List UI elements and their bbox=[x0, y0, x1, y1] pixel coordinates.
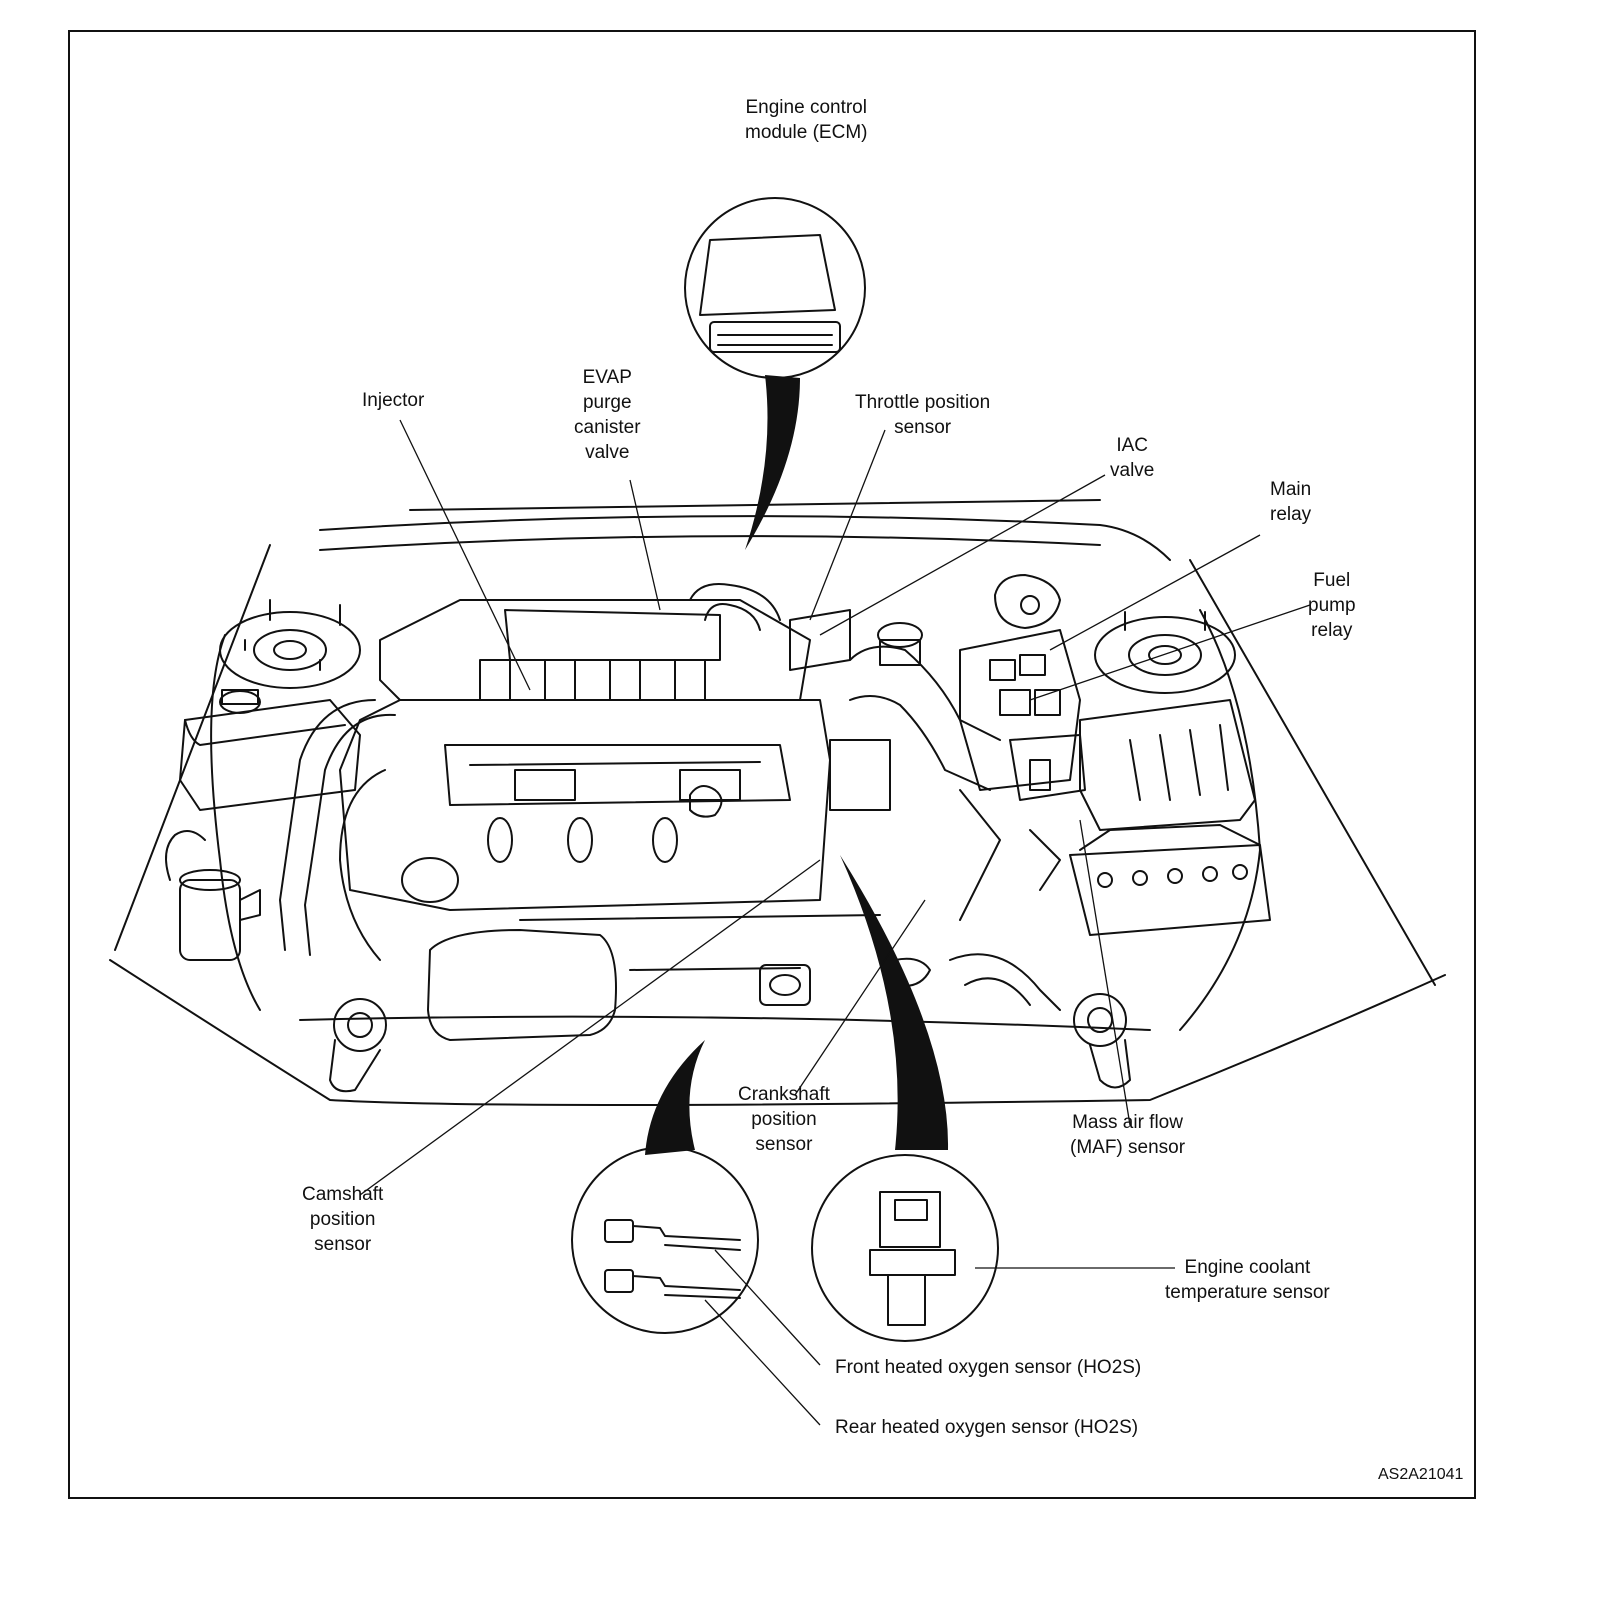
label-rear-ho2s: Rear heated oxygen sensor (HO2S) bbox=[835, 1417, 1139, 1438]
crankshaft-leader bbox=[794, 899, 926, 1096]
battery bbox=[1069, 824, 1271, 936]
ecm-callout-tail bbox=[745, 375, 800, 550]
iac-leader bbox=[819, 474, 1106, 636]
label-throttle-position-sensor: Throttle position sensor bbox=[855, 392, 991, 438]
front-ho2s-leader bbox=[714, 1249, 821, 1366]
figure-code: AS2A21041 bbox=[1378, 1466, 1464, 1483]
label-evap: EVAP purge canister valve bbox=[574, 367, 641, 463]
label-main-relay: Main relay bbox=[1270, 479, 1312, 525]
label-crankshaft-position-sensor: Crankshaft position sensor bbox=[738, 1084, 830, 1155]
air-filter-box bbox=[1009, 699, 1256, 831]
camshaft-leader bbox=[359, 859, 821, 1196]
ect-sensor-inset bbox=[811, 1154, 999, 1342]
ect-callout-tail bbox=[840, 855, 949, 1150]
engine-front bbox=[427, 914, 931, 1041]
label-camshaft-position-sensor: Camshaft position sensor bbox=[302, 1184, 384, 1255]
main-relay-leader bbox=[1049, 534, 1261, 651]
misc-hoses bbox=[949, 789, 1061, 1011]
label-iac-valve: IAC valve bbox=[1110, 435, 1155, 481]
left-canister bbox=[165, 830, 261, 961]
ecm-inset bbox=[684, 197, 866, 379]
tps-leader bbox=[809, 429, 886, 621]
label-front-ho2s: Front heated oxygen sensor (HO2S) bbox=[835, 1357, 1142, 1378]
coolant-reservoir bbox=[179, 689, 361, 811]
valve-cover bbox=[339, 699, 831, 911]
relay-box bbox=[959, 574, 1081, 791]
label-ecm: Engine control module (ECM) bbox=[745, 97, 868, 143]
right-strut-mount bbox=[1094, 611, 1236, 694]
maf-leader bbox=[1079, 819, 1131, 1126]
diagram-frame bbox=[68, 30, 1476, 1499]
fuel-pump-relay-leader bbox=[1029, 604, 1311, 701]
ho2s-callout-tail bbox=[645, 1040, 705, 1155]
left-strut-mount bbox=[219, 599, 361, 689]
air-intake-duct bbox=[689, 583, 1001, 811]
lower-left-mount bbox=[329, 998, 387, 1093]
label-fuel-pump-relay: Fuel pump relay bbox=[1308, 570, 1356, 641]
engine-bay-outline bbox=[109, 499, 1446, 1106]
label-maf-sensor: Mass air flow (MAF) sensor bbox=[1070, 1112, 1186, 1158]
rear-ho2s-leader bbox=[704, 1299, 821, 1426]
injector-leader bbox=[399, 419, 531, 691]
label-engine-coolant-temperature-sensor: Engine coolant temperature sensor bbox=[1165, 1257, 1330, 1303]
ho2s-inset bbox=[571, 1146, 759, 1334]
lower-right-mount bbox=[1073, 993, 1131, 1089]
left-hoses bbox=[279, 699, 396, 961]
evap-leader bbox=[629, 479, 661, 611]
label-injector: Injector bbox=[362, 390, 425, 411]
intake-manifold bbox=[379, 599, 811, 801]
